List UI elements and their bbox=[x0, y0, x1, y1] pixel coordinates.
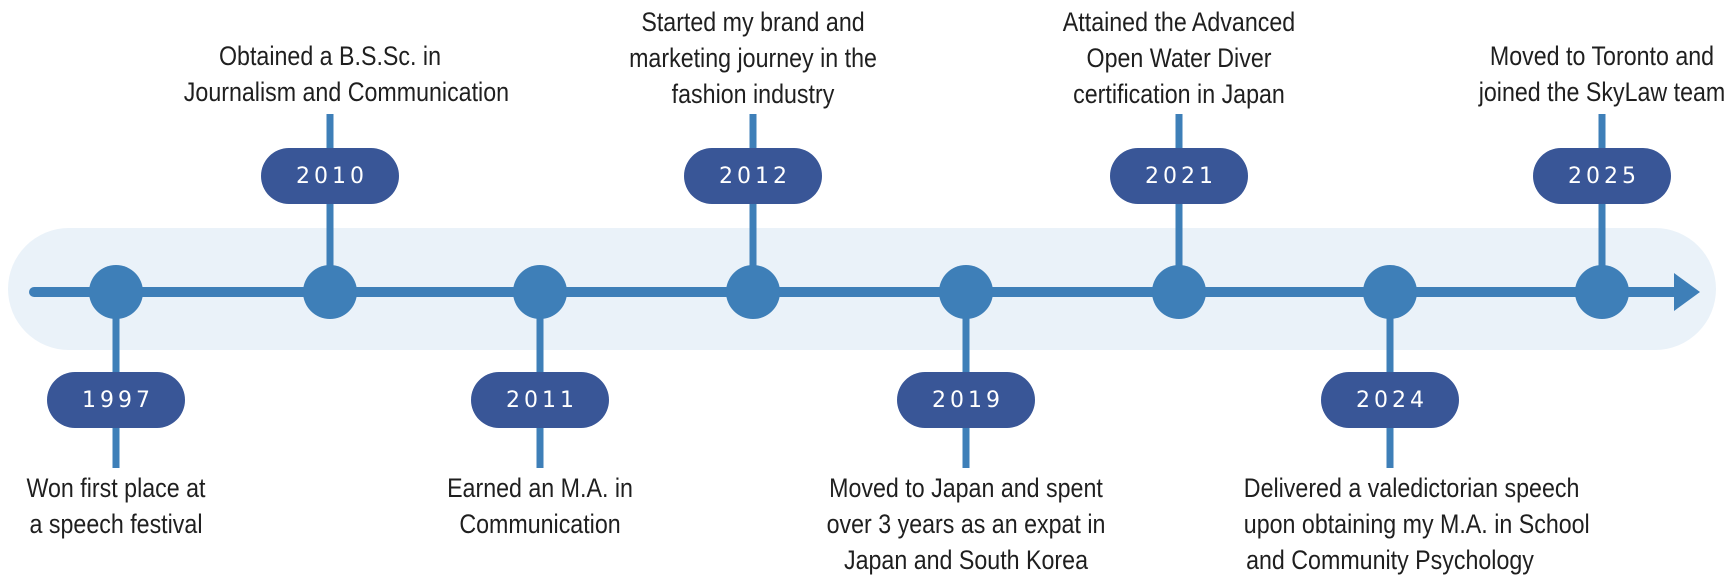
event-description-line: over 3 years as an expat in bbox=[826, 509, 1106, 539]
event-description-line: and Community Psychology bbox=[1246, 545, 1534, 575]
event-description: Started my brand and marketing journey in… bbox=[607, 4, 899, 112]
event-description-line: Moved to Japan and spent bbox=[829, 473, 1103, 503]
year-pill: 2025 bbox=[1533, 148, 1671, 204]
year-pill: 2024 bbox=[1321, 372, 1459, 428]
year-pill: 2019 bbox=[897, 372, 1035, 428]
timeline-node bbox=[513, 265, 567, 319]
year-pill: 2021 bbox=[1110, 148, 1248, 204]
event-description-line: Japan and South Korea bbox=[843, 545, 1088, 575]
timeline-node bbox=[303, 265, 357, 319]
event-description: Delivered a valedictorian speech upon obt… bbox=[1243, 470, 1590, 578]
event-description-line: fashion industry bbox=[671, 79, 835, 109]
event-description: Earned an M.A. in Communication bbox=[394, 470, 686, 542]
event-description: Obtained a B.S.Sc. in Journalism and Comm… bbox=[183, 38, 510, 110]
event-description-line: Journalism and Communication bbox=[183, 77, 510, 107]
event-description-line: Open Water Diver bbox=[1086, 43, 1272, 73]
event-description-line: Attained the Advanced bbox=[1062, 7, 1296, 37]
event-description-line: Delivered a valedictorian speech bbox=[1243, 473, 1580, 503]
event-description-line: marketing journey in the bbox=[629, 43, 877, 73]
year-pill: 1997 bbox=[47, 372, 185, 428]
timeline-node bbox=[89, 265, 143, 319]
event-description-line: Communication bbox=[459, 509, 621, 539]
event-description: Moved to Toronto and joined the SkyLaw te… bbox=[1456, 38, 1724, 110]
event-description: Won first place at a speech festival bbox=[0, 470, 262, 542]
event-description-line: Moved to Toronto and bbox=[1489, 41, 1715, 71]
event-description-line: certification in Japan bbox=[1073, 79, 1285, 109]
timeline-node bbox=[1152, 265, 1206, 319]
timeline-node bbox=[1363, 265, 1417, 319]
event-description: Moved to Japan and spent over 3 years as … bbox=[820, 470, 1112, 578]
year-pill: 2012 bbox=[684, 148, 822, 204]
timeline-arrowhead bbox=[1674, 273, 1700, 311]
event-description-line: Earned an M.A. in bbox=[447, 473, 633, 503]
event-description-line: Obtained a B.S.Sc. in bbox=[218, 41, 442, 71]
node-layer bbox=[89, 265, 1629, 319]
year-pill: 2011 bbox=[471, 372, 609, 428]
timeline-node bbox=[1575, 265, 1629, 319]
event-description-line: joined the SkyLaw team bbox=[1478, 77, 1724, 107]
timeline-node bbox=[939, 265, 993, 319]
event-description-line: Won first place at bbox=[26, 473, 206, 503]
year-pill: 2010 bbox=[261, 148, 399, 204]
event-description-line: upon obtaining my M.A. in School bbox=[1243, 509, 1590, 539]
event-description-line: Started my brand and bbox=[641, 7, 865, 37]
event-description-line: a speech festival bbox=[29, 509, 203, 539]
timeline-node bbox=[726, 265, 780, 319]
